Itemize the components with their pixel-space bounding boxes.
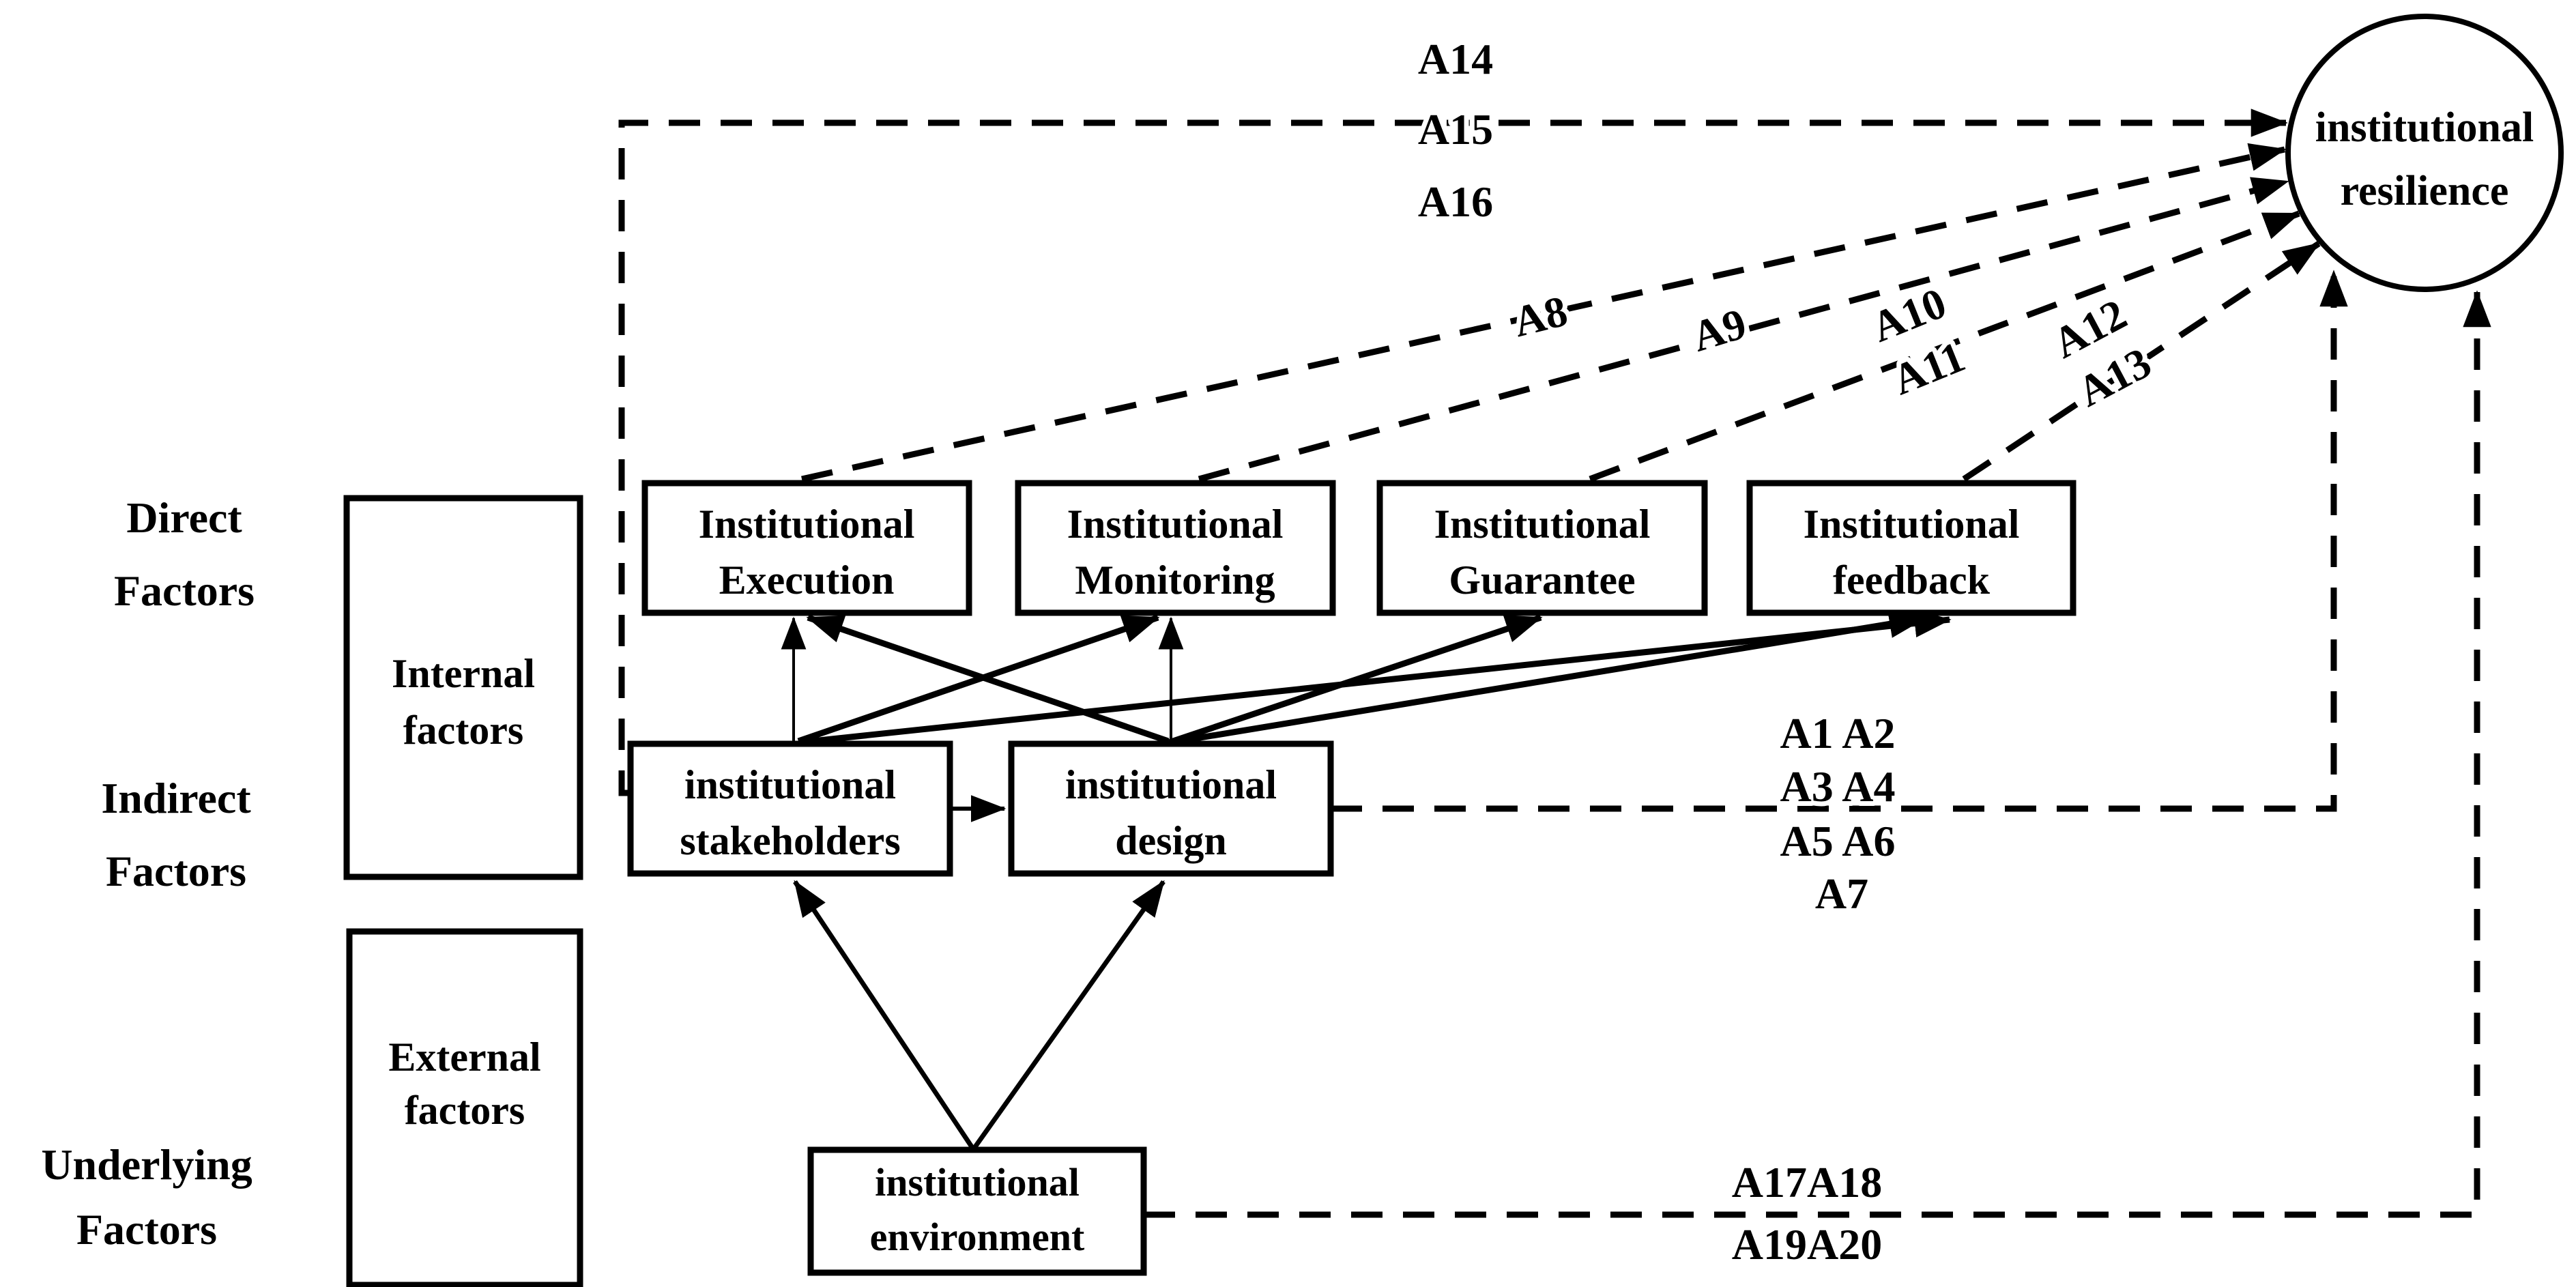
design-label-line1: institutional — [1065, 762, 1277, 807]
path-label-a17-a18: A17A18 — [1732, 1158, 1882, 1206]
path-label-a14: A14 — [1418, 35, 1493, 83]
environment-label-line1: institutional — [875, 1160, 1080, 1204]
monitoring-label-line1: Institutional — [1067, 502, 1284, 547]
dashed-arrow-monitoring-to-resilience-a9 — [1198, 177, 2289, 482]
underlying-factors-label-line2: Factors — [76, 1205, 217, 1254]
external-factors-label-line2: factors — [405, 1088, 525, 1133]
path-label-a3-a4: A3 A4 — [1780, 762, 1896, 811]
indirect-factors-label-line2: Factors — [106, 847, 246, 895]
dashed-path-environment-to-resilience-a17-a20 — [1144, 290, 2491, 1218]
external-factors-label-line1: External — [388, 1035, 540, 1080]
indirect-factors-label-line1: Indirect — [101, 774, 251, 822]
path-label-a1-a2: A1 A2 — [1780, 709, 1896, 757]
box-institutional-feedback — [1746, 480, 2076, 616]
environment-label-line2: environment — [870, 1215, 1085, 1259]
guarantee-label-line2: Guarantee — [1449, 558, 1635, 603]
institutional-resilience-circle — [2285, 14, 2564, 292]
execution-label-line2: Execution — [719, 558, 895, 603]
arrow-design-to-execution — [806, 614, 1170, 744]
dashed-arrow-feedback-to-resilience-a12-a13 — [1962, 241, 2321, 482]
path-label-a5-a6: A5 A6 — [1780, 817, 1896, 865]
box-institutional-environment — [807, 1146, 1147, 1276]
dashed-path-design-to-resilience-a1-a7 — [1331, 270, 2348, 812]
arrow-environment-to-stakeholders — [793, 880, 974, 1149]
path-label-a16: A16 — [1418, 177, 1493, 226]
dashed-arrow-guarantee-to-resilience-a10-a11 — [1589, 210, 2301, 482]
resilience-label-line2: resilience — [2341, 168, 2509, 214]
underlying-factors-label-line1: Underlying — [41, 1140, 252, 1189]
internal-factors-label-line2: factors — [403, 708, 524, 753]
arrow-design-to-feedback — [1170, 609, 1926, 746]
arrow-stakeholders-to-monitoring — [797, 614, 1160, 744]
path-label-a9: A9 — [1686, 299, 1752, 361]
box-institutional-monitoring — [1015, 480, 1336, 616]
box-institutional-execution — [641, 480, 972, 616]
external-factors-box — [346, 928, 583, 1287]
guarantee-label-line1: Institutional — [1434, 502, 1651, 547]
box-institutional-stakeholders — [627, 740, 953, 877]
monitoring-label-line2: Monitoring — [1075, 558, 1275, 603]
box-institutional-design — [1008, 740, 1334, 877]
arrow-environment-to-design — [972, 880, 1166, 1150]
path-label-a19-a20: A19A20 — [1732, 1220, 1882, 1269]
path-label-a8: A8 — [1509, 287, 1572, 347]
dashed-arrow-execution-to-resilience-a8 — [801, 143, 2287, 482]
feedback-label-line1: Institutional — [1804, 502, 2020, 547]
internal-factors-box — [343, 495, 583, 880]
arrow-design-to-guarantee — [1168, 614, 1543, 746]
direct-factors-label-line2: Factors — [114, 566, 255, 615]
internal-factors-label-line1: Internal — [392, 651, 535, 696]
feedback-label-line2: feedback — [1833, 558, 1991, 603]
execution-label-line1: Institutional — [699, 502, 915, 547]
dashed-path-stakeholders-to-resilience-a14-a16 — [618, 109, 2288, 796]
resilience-label-line1: institutional — [2315, 104, 2534, 151]
box-institutional-guarantee — [1376, 480, 1708, 616]
direct-factors-label-line1: Direct — [126, 493, 242, 542]
arrow-stakeholders-to-feedback — [799, 609, 1952, 746]
design-label-line2: design — [1115, 818, 1226, 863]
stakeholders-label-line2: stakeholders — [680, 818, 900, 863]
path-label-a7: A7 — [1815, 869, 1868, 918]
stakeholders-label-line1: institutional — [684, 762, 896, 807]
path-label-a15: A15 — [1418, 105, 1493, 154]
